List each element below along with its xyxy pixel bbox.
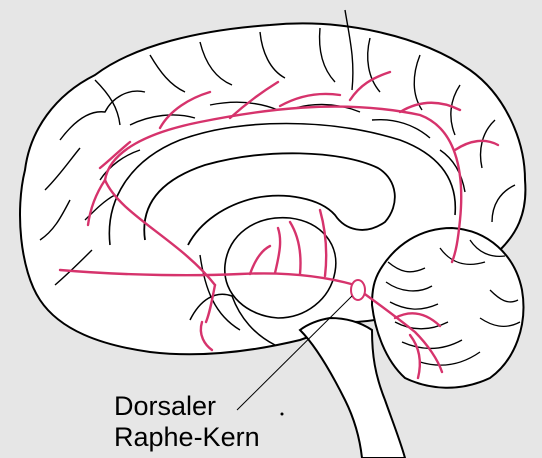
raphe-nucleus-marker bbox=[351, 280, 365, 300]
cerebellum-outline bbox=[372, 228, 523, 388]
raphe-label-line1: Dorsaler bbox=[114, 392, 216, 421]
stray-dot bbox=[281, 413, 284, 416]
raphe-label-line2: Raphe-Kern bbox=[114, 423, 260, 452]
